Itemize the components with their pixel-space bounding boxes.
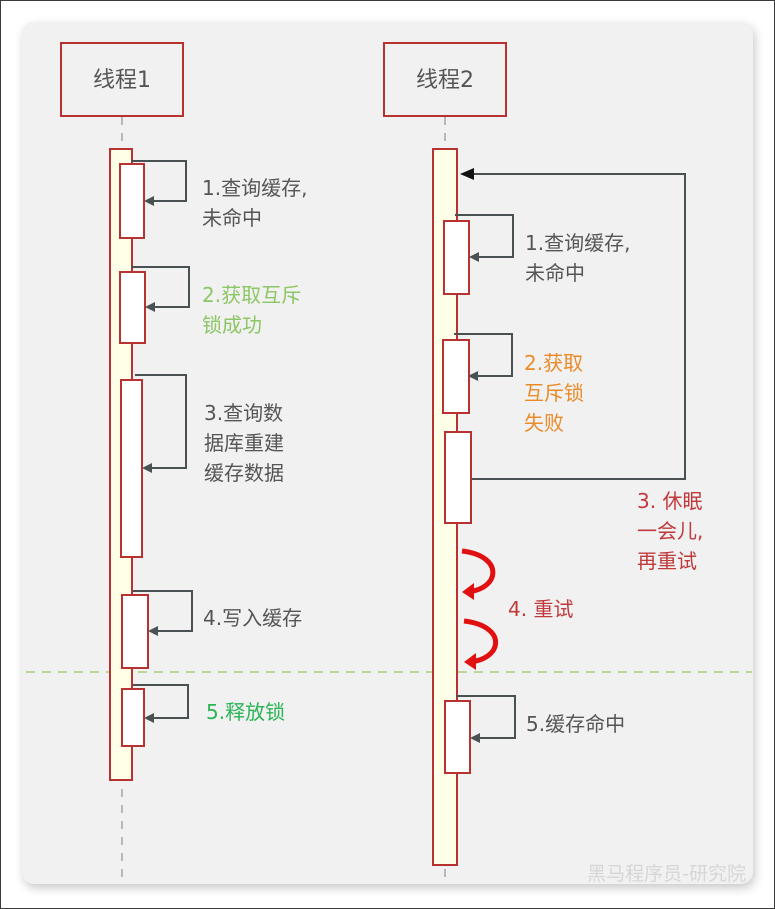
activation-t1-step3 bbox=[120, 379, 143, 558]
note-t2-step1: 1.查询缓存, 未命中 bbox=[525, 231, 637, 285]
activation-t1-step1 bbox=[119, 163, 145, 239]
self-call-arrow-t2-step2 bbox=[454, 333, 513, 381]
note-t2-step4: 4. 重试 bbox=[508, 597, 573, 621]
retry-arrowhead-1 bbox=[462, 583, 474, 600]
note-t2-step5: 5.缓存命中 bbox=[526, 712, 625, 736]
retry-arrowhead-2 bbox=[464, 653, 476, 670]
participant-box-thread-1[interactable] bbox=[60, 42, 184, 117]
note-t1-step3: 3.查询数 据库重建 缓存数据 bbox=[204, 401, 290, 485]
activation-t2-step3 bbox=[444, 431, 472, 524]
note-t1-step4: 4.写入缓存 bbox=[203, 606, 302, 630]
activation-t1-step4 bbox=[121, 594, 149, 669]
participant-label-thread-2: 线程2 bbox=[416, 68, 474, 93]
self-call-arrow-t1-step3 bbox=[135, 374, 187, 473]
participant-thread-2: 线程2 bbox=[383, 42, 686, 884]
activation-t2-step2 bbox=[442, 339, 470, 414]
retry-curved-arrow-1 bbox=[461, 548, 496, 595]
self-call-arrow-t1-step5 bbox=[133, 684, 189, 723]
retry-loop-arrow bbox=[460, 168, 686, 480]
participant-box-thread-2[interactable] bbox=[383, 42, 507, 117]
activation-t2-step5 bbox=[444, 700, 471, 774]
notes-thread-2: 1.查询缓存, 未命中 2.获取 互斥锁 失败 3. 休眠 一会儿, 再重试 4… bbox=[508, 231, 710, 736]
activation-t1-step5 bbox=[121, 688, 145, 747]
note-t1-step5: 5.释放锁 bbox=[206, 700, 285, 724]
retry-curved-arrow-2 bbox=[463, 618, 498, 665]
note-t1-step2: 2.获取互斥 锁成功 bbox=[202, 283, 307, 337]
note-t2-step2: 2.获取 互斥锁 失败 bbox=[524, 351, 590, 435]
self-call-arrow-t1-step2 bbox=[131, 266, 190, 312]
notes-thread-1: 1.查询缓存, 未命中 2.获取互斥 锁成功 3.查询数 据库重建 缓存数据 4… bbox=[202, 176, 314, 724]
participant-thread-1: 线程1 bbox=[60, 42, 193, 884]
watermark: 黑马程序员-研究院 bbox=[587, 863, 746, 885]
note-t1-step1: 1.查询缓存, 未命中 bbox=[202, 176, 314, 230]
self-call-arrow-t2-step1 bbox=[455, 214, 514, 262]
participant-label-thread-1: 线程1 bbox=[93, 68, 151, 93]
self-call-arrow-t1-step1 bbox=[131, 160, 187, 206]
note-t2-step3: 3. 休眠 一会儿, 再重试 bbox=[637, 489, 710, 573]
activation-t2-step1 bbox=[443, 220, 470, 295]
self-call-arrow-t1-step4 bbox=[133, 590, 193, 636]
activation-t1-step2 bbox=[119, 271, 146, 344]
self-call-arrow-t2-step5 bbox=[456, 695, 516, 743]
